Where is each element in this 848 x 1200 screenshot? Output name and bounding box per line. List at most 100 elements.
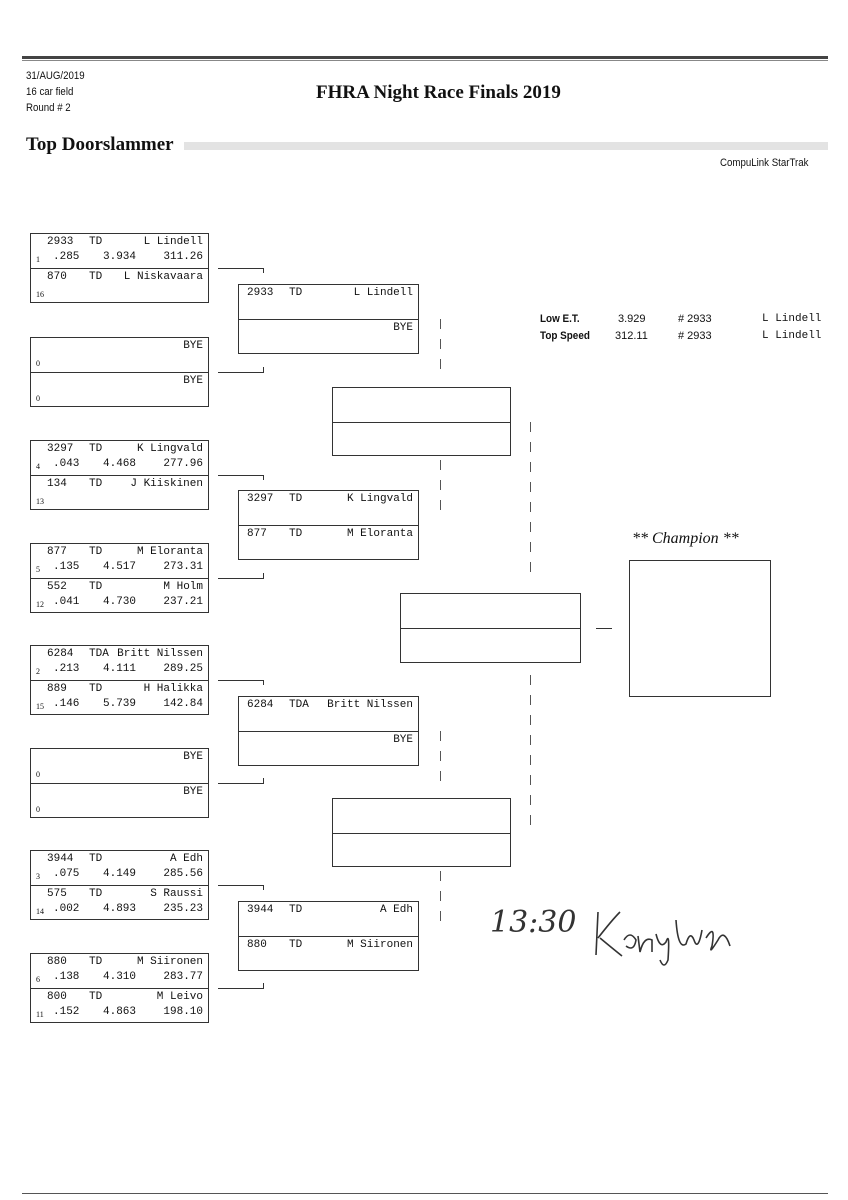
round-number: Round # 2 xyxy=(26,102,71,114)
driver-name: L Niskavaara xyxy=(123,271,203,283)
car-number: 880 xyxy=(247,939,267,951)
seed-number: 13 xyxy=(36,497,44,506)
lane-left xyxy=(333,799,510,833)
connector-tick xyxy=(263,680,264,685)
lane-right xyxy=(333,832,510,867)
connector xyxy=(218,783,264,784)
driver-name: K Lingvald xyxy=(346,493,413,505)
driver-name: Britt Nilssen xyxy=(117,648,203,660)
speed-mph: 277.96 xyxy=(163,458,203,470)
top-speed-label: Top Speed xyxy=(540,330,590,342)
driver-name: K Lingvald xyxy=(136,443,203,455)
final-connector xyxy=(596,628,612,629)
car-number: 870 xyxy=(47,271,67,283)
driver-name: A Edh xyxy=(379,904,413,916)
seed-number: 0 xyxy=(36,770,40,779)
car-number: 800 xyxy=(47,991,67,1003)
elapsed-time: 4.468 xyxy=(103,458,137,470)
speed-mph: 311.26 xyxy=(163,251,203,263)
car-class: TD xyxy=(89,546,103,558)
top-speed-car: # 2933 xyxy=(678,330,712,342)
seed-number: 16 xyxy=(36,290,44,299)
driver-name: S Raussi xyxy=(150,888,203,900)
car-class: TD xyxy=(89,888,103,900)
car-class: TD xyxy=(89,236,103,248)
driver-name: L Lindell xyxy=(143,236,203,248)
driver-name: L Lindell xyxy=(353,287,413,299)
seed-number: 4 xyxy=(36,462,40,471)
event-title: FHRA Night Race Finals 2019 xyxy=(316,82,561,103)
car-class: TD xyxy=(289,528,303,540)
reaction-time: .152 xyxy=(53,1006,80,1018)
car-number: 2933 xyxy=(47,236,74,248)
seed-number: 5 xyxy=(36,565,40,574)
round3-match xyxy=(332,798,511,867)
connector-dashed xyxy=(530,675,531,835)
handwritten-time: 13:30 xyxy=(490,905,577,940)
driver-name: M Eloranta xyxy=(346,528,413,540)
connector-tick xyxy=(263,367,264,372)
low-et-value: 3.929 xyxy=(618,313,646,325)
connector-dashed xyxy=(530,422,531,582)
low-et-label: Low E.T. xyxy=(540,313,580,325)
connector-dashed xyxy=(440,460,441,520)
connector xyxy=(218,680,264,681)
connector-tick xyxy=(263,573,264,578)
connector xyxy=(218,885,264,886)
signature xyxy=(595,911,731,966)
connector xyxy=(218,475,264,476)
car-number: 889 xyxy=(47,683,67,695)
race-date: 31/AUG/2019 xyxy=(26,70,85,82)
driver-name: J Kiiskinen xyxy=(130,478,203,490)
lane-right xyxy=(401,628,580,662)
software-name: CompuLink StarTrak xyxy=(719,157,808,169)
driver-name: BYE xyxy=(183,375,203,387)
elapsed-time: 5.739 xyxy=(103,698,137,710)
reaction-time: .138 xyxy=(53,971,80,983)
lane-right xyxy=(333,421,510,456)
reaction-time: .043 xyxy=(53,458,80,470)
lane-right: BYE 0 xyxy=(31,372,208,406)
connector xyxy=(218,578,264,579)
driver-name: M Siironen xyxy=(136,956,203,968)
seed-number: 0 xyxy=(36,394,40,403)
reaction-time: .135 xyxy=(53,561,80,573)
car-number: 877 xyxy=(47,546,67,558)
champion-label: ** Champion ** xyxy=(632,530,739,547)
connector-dashed xyxy=(440,319,441,374)
driver-name: BYE xyxy=(393,734,413,746)
car-number: 880 xyxy=(47,956,67,968)
driver-name: M Holm xyxy=(163,581,203,593)
connector-tick xyxy=(263,885,264,890)
driver-name: BYE xyxy=(183,786,203,798)
connector-tick xyxy=(263,983,264,988)
top-rule-thin xyxy=(22,60,828,61)
reaction-time: .146 xyxy=(53,698,80,710)
reaction-time: .002 xyxy=(53,903,80,915)
car-class: TD xyxy=(89,853,103,865)
car-number: 6284 xyxy=(247,699,274,711)
low-et-driver: L Lindell xyxy=(762,313,822,325)
connector xyxy=(218,988,264,989)
driver-name: M Leivo xyxy=(156,991,203,1003)
car-number: 3944 xyxy=(247,904,274,916)
car-class: TD xyxy=(289,939,303,951)
seed-number: 15 xyxy=(36,702,44,711)
connector xyxy=(218,268,264,269)
car-number: 877 xyxy=(247,528,267,540)
car-class: TD xyxy=(89,991,103,1003)
